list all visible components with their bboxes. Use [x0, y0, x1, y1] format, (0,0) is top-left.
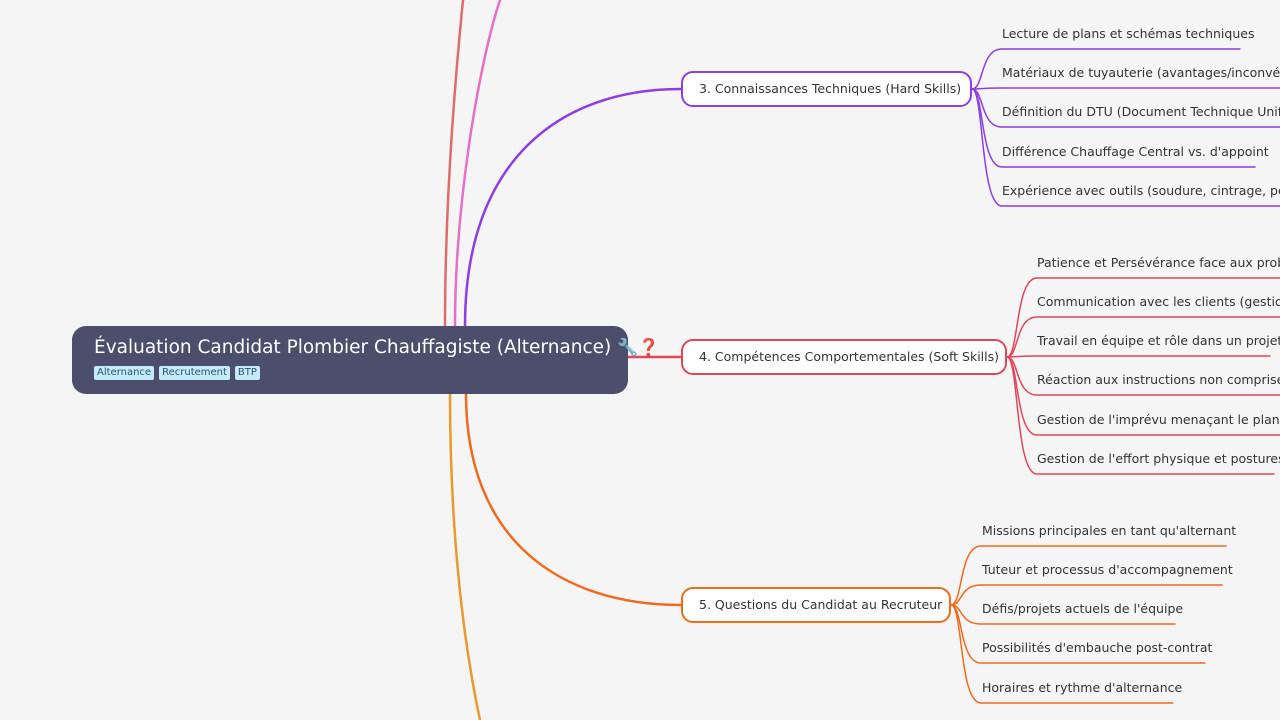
connector-root-candidate-questions [464, 392, 683, 607]
leaf-soft-skills-3[interactable]: Travail en équipe et rôle dans un projet [1037, 333, 1280, 348]
candidate-questions-connector-1 [950, 545, 1227, 606]
leaf-soft-skills-6[interactable]: Gestion de l'effort physique et postures [1037, 451, 1280, 466]
leaf-soft-skills-2[interactable]: Communication avec les clients (gestion [1037, 294, 1280, 309]
connector-root-hard-skills [463, 87, 683, 328]
hard-skills-connector-3 [971, 88, 1280, 128]
leaf-hard-skills-4[interactable]: Différence Chauffage Central vs. d'appoi… [1002, 144, 1269, 159]
connector-offscreen-top-1 [443, 0, 465, 328]
root-tags: Alternance Recrutement BTP [94, 366, 606, 380]
leaf-candidate-questions-2[interactable]: Tuteur et processus d'accompagnement [982, 562, 1233, 577]
connector-offscreen-top-2 [453, 0, 502, 328]
tag-btp[interactable]: BTP [234, 366, 260, 380]
soft-skills-connector-1 [1006, 277, 1280, 358]
connector-offscreen-bottom [448, 392, 482, 720]
tag-alternance[interactable]: Alternance [94, 366, 155, 380]
soft-skills-connector-4 [1006, 356, 1280, 396]
leaf-hard-skills-1[interactable]: Lecture de plans et schémas techniques [1002, 26, 1255, 41]
branch-hard-skills[interactable]: 3. Connaissances Techniques (Hard Skills… [681, 71, 972, 107]
soft-skills-connector-2 [1006, 316, 1280, 358]
soft-skills-connector-6 [1006, 356, 1275, 475]
soft-skills-connector-3 [1006, 355, 1271, 358]
branch-soft-skills[interactable]: 4. Compétences Comportementales (Soft Sk… [681, 339, 1007, 375]
hard-skills-connector-1 [971, 48, 1241, 90]
leaf-hard-skills-5[interactable]: Expérience avec outils (soudure, cintrag… [1002, 183, 1280, 198]
leaf-hard-skills-3[interactable]: Définition du DTU (Document Technique Un… [1002, 104, 1280, 119]
root-emoji: 🔧❓ [617, 338, 660, 358]
leaf-soft-skills-5[interactable]: Gestion de l'imprévu menaçant le planni [1037, 412, 1280, 427]
leaf-hard-skills-2[interactable]: Matériaux de tuyauterie (avantages/incon… [1002, 65, 1280, 80]
tag-recrutement[interactable]: Recrutement [159, 366, 230, 380]
root-node[interactable]: Évaluation Candidat Plombier Chauffagist… [72, 326, 660, 394]
leaf-candidate-questions-3[interactable]: Défis/projets actuels de l'équipe [982, 601, 1184, 616]
leaf-soft-skills-1[interactable]: Patience et Persévérance face aux problè [1037, 255, 1280, 270]
leaf-candidate-questions-4[interactable]: Possibilités d'embauche post-contrat [982, 640, 1213, 655]
leaf-candidate-questions-1[interactable]: Missions principales en tant qu'alternan… [982, 523, 1237, 538]
candidate-questions-connector-2 [950, 584, 1223, 606]
hard-skills-connector-2 [971, 87, 1280, 90]
leaf-soft-skills-4[interactable]: Réaction aux instructions non comprises [1037, 372, 1280, 387]
root-title: Évaluation Candidat Plombier Chauffagist… [94, 334, 660, 362]
leaf-candidate-questions-5[interactable]: Horaires et rythme d'alternance [982, 680, 1183, 695]
hard-skills-connector-5 [971, 88, 1280, 207]
candidate-questions-connector-5 [950, 604, 1174, 704]
branch-candidate-questions[interactable]: 5. Questions du Candidat au Recruteur [681, 587, 951, 623]
root-title-text: Évaluation Candidat Plombier Chauffagist… [94, 337, 612, 358]
